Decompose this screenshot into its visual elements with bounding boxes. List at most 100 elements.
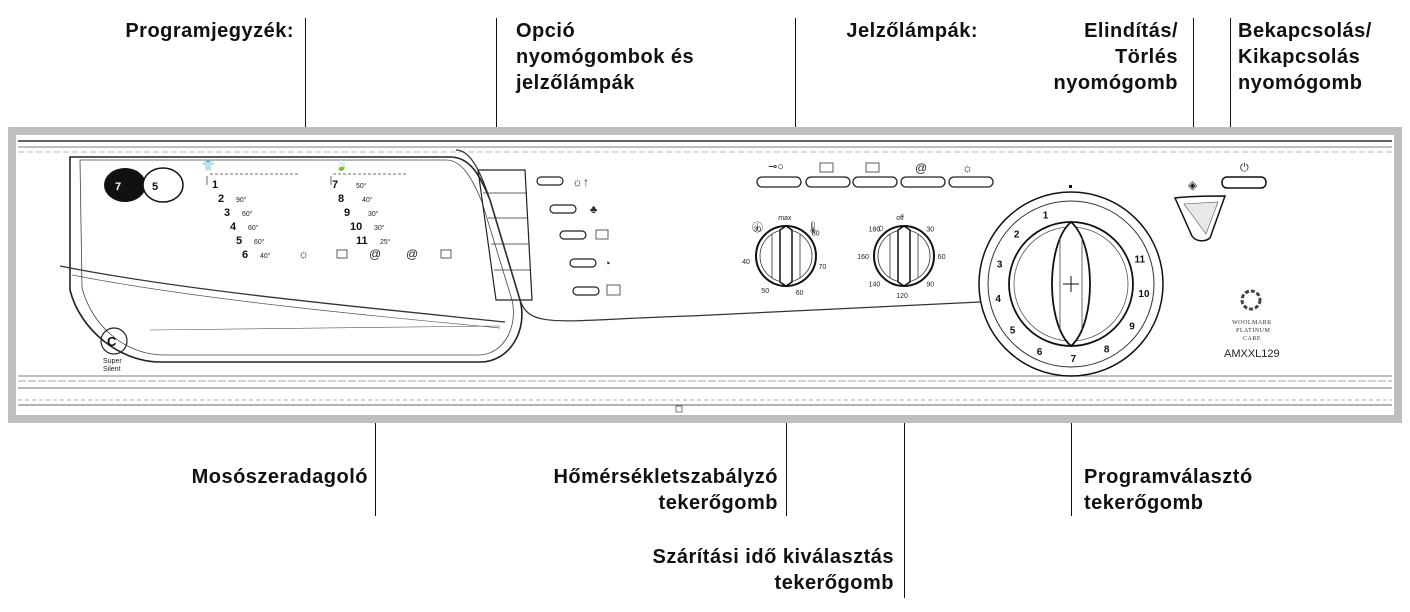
program-number: 9	[344, 207, 350, 219]
wash-lamp	[805, 176, 851, 188]
program-knob-number: 8	[1104, 345, 1110, 356]
option-button-panel	[477, 169, 533, 301]
drying-scale-label: off	[896, 215, 904, 222]
option-lamp-2	[549, 204, 577, 214]
quick-dry-icon: ☼↑	[572, 175, 589, 189]
leader-power	[1230, 18, 1231, 178]
control-panel-frame	[8, 127, 1402, 423]
program-number: 8	[338, 193, 344, 205]
dry-lamp	[948, 176, 994, 188]
program-temp: 60°	[242, 210, 253, 218]
spin-lamp	[900, 176, 946, 188]
callout-indicator-lamps: Jelzőlámpák:	[846, 20, 978, 42]
program-number: 4	[230, 221, 237, 233]
model-number: AMXXL129	[1224, 348, 1280, 360]
drying-scale-label: 160	[857, 254, 869, 261]
temperature-scale-label: 40	[742, 259, 750, 266]
drying-scale-label: 90	[926, 282, 934, 289]
start-cancel-button[interactable]: ◈	[1173, 178, 1227, 242]
power-button[interactable]: ⏻	[1221, 162, 1267, 189]
leader-option-buttons	[496, 18, 497, 155]
program-knob-number: 5	[1010, 326, 1016, 337]
easy-iron-icon: ♣	[590, 204, 597, 216]
program-number: 2	[218, 193, 224, 205]
temperature-scale-label: max	[778, 215, 792, 222]
svg-text:Super: Super	[103, 358, 122, 365]
dry-lamp-icon: ☼	[962, 161, 973, 175]
program-temp: 40°	[260, 252, 271, 260]
rinse-lamp-icon	[865, 162, 880, 173]
drying-scale-label: 60	[938, 254, 946, 261]
drying-scale-label: 30	[926, 226, 934, 233]
program-temp: 90°	[236, 196, 247, 204]
capacity-wash-icon: 7	[104, 168, 146, 202]
delicate-icon: 🍃	[335, 159, 347, 172]
door-lock-lamp	[756, 176, 802, 188]
callout-power: Bekapcsolás/ Kikapcsolás nyomógomb	[1238, 20, 1372, 94]
program-number: 7	[332, 179, 338, 191]
drying-time-knob[interactable]: ☼ off 180 160 140 120 90 60 30	[857, 215, 945, 300]
temperature-scale-label: 80	[812, 230, 820, 237]
program-knob-number: 9	[1129, 321, 1135, 332]
svg-text:5: 5	[152, 181, 158, 193]
svg-text:C: C	[107, 334, 117, 349]
option-lamp-5	[572, 286, 600, 296]
program-temp: 50°	[356, 182, 367, 190]
panel-clip	[675, 405, 683, 413]
drying-scale-label: 120	[896, 293, 908, 300]
temperature-scale-label: 60	[796, 290, 804, 297]
thermometer-icon: 🌡	[806, 221, 820, 234]
callout-option-buttons: Opció nyomógombok és jelzőlámpák	[516, 20, 695, 94]
program-number: 6	[242, 249, 248, 261]
callout-detergent: Mosószeradagoló	[191, 466, 368, 488]
dry-phase-icon: ☼	[298, 247, 309, 261]
drying-scale-label: 140	[869, 282, 881, 289]
program-knob-number: 10	[1138, 289, 1150, 300]
capacity-dry-icon: 5	[142, 167, 184, 203]
start-icon: ◈	[1188, 178, 1198, 192]
prewash-icon	[606, 284, 621, 296]
temperature-scale-label: 70	[819, 264, 827, 271]
callout-drying-knob: Szárítási idő kiválasztás tekerőgomb	[652, 546, 894, 594]
wash-phase-icon	[336, 249, 348, 259]
program-temp: 30°	[374, 224, 385, 232]
program-number: 5	[236, 235, 242, 247]
detergent-drawer[interactable]	[59, 156, 523, 363]
cotton-icon: 👕	[202, 160, 214, 172]
callout-temperature-knob: Hőmérsékletszabályzó tekerőgomb	[553, 466, 778, 514]
door-phase-icon	[440, 249, 452, 259]
program-knob-number: 1	[1043, 211, 1049, 222]
rinse-lamp	[852, 176, 898, 188]
drying-knob-icon: ☼	[876, 222, 886, 234]
program-number: 3	[224, 207, 230, 219]
program-number: 11	[356, 235, 368, 247]
svg-text:PLATINUM: PLATINUM	[1236, 328, 1270, 334]
power-icon: ⏻	[1240, 162, 1249, 174]
woolmark-logo: WOOLMARK PLATINUM CARE	[1232, 289, 1272, 342]
svg-text:CARE: CARE	[1243, 336, 1261, 342]
temperature-knob-icon: ⓘ	[752, 221, 763, 234]
program-temp: 60°	[254, 238, 265, 246]
extra-rinse-icon	[595, 229, 609, 240]
program-temp: 40°	[362, 196, 373, 204]
option-lamp-1	[536, 176, 564, 186]
control-panel	[16, 135, 1394, 415]
temperature-scale-label: 30	[753, 226, 761, 233]
phase-indicator-row: ☼ @ @	[298, 247, 452, 261]
program-temp: 25°	[380, 238, 391, 246]
program-temp: 30°	[368, 210, 379, 218]
svg-text:WOOLMARK: WOOLMARK	[1232, 320, 1272, 326]
option-lamp-4	[569, 258, 597, 268]
callout-start-cancel: Elindítás/ Törlés nyomógomb	[1053, 20, 1178, 94]
program-knob-number: 7	[1071, 354, 1077, 365]
svg-text:Silent: Silent	[103, 366, 121, 373]
program-knob-number: 4	[995, 294, 1001, 305]
delay-start-icon: ◔	[604, 258, 611, 270]
spin-phase-icon-2: @	[406, 247, 418, 261]
leader-program-list	[305, 18, 306, 155]
drying-scale-label: 180	[869, 226, 881, 233]
